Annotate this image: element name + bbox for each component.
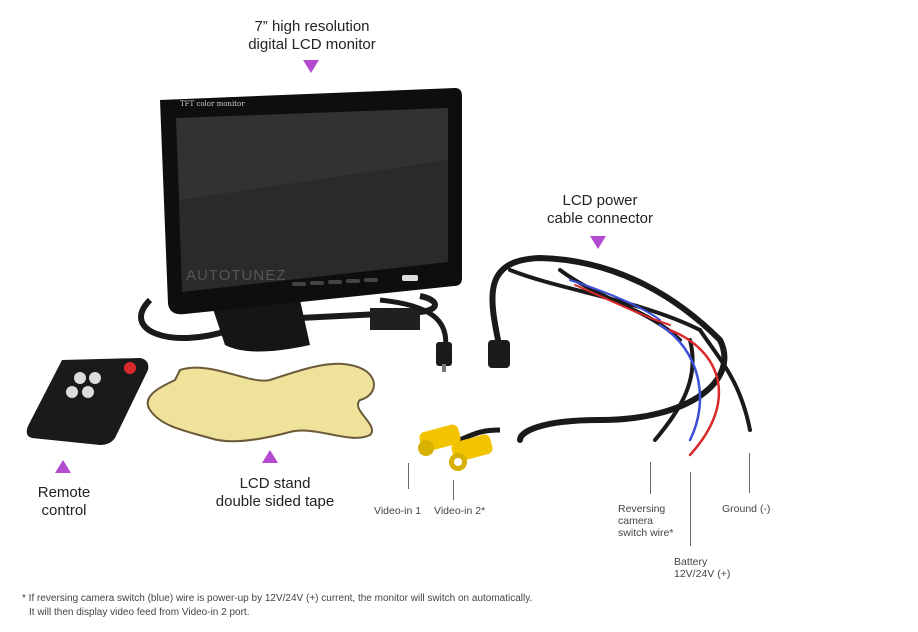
power-cable-bundle (488, 254, 752, 457)
video-in-2-label: Video-in 2* (434, 505, 486, 517)
ground-label: Ground (-) (722, 503, 771, 515)
remote-pointer-icon (55, 460, 71, 473)
battery-leader (690, 472, 691, 546)
monitor-video-cable (379, 297, 452, 372)
footnote: * If reversing camera switch (blue) wire… (22, 593, 533, 618)
brand-watermark: AUTOTUNEZ (186, 267, 286, 284)
monitor-pointer-icon (303, 60, 319, 73)
video-in-1-leader (408, 463, 409, 489)
double-sided-tape (146, 362, 375, 443)
power-pointer-icon (590, 236, 606, 249)
video-in-1-label: Video-in 1 (374, 505, 422, 517)
lcd-monitor: TFT color monitor AUTOTUNEZ (160, 88, 462, 315)
monitor-label: 7” high resolution digital LCD monitor (248, 18, 376, 53)
tape-pointer-icon (262, 450, 278, 463)
power-connector-label: LCD power cable connector (547, 192, 653, 227)
tape-label: LCD stand double sided tape (215, 475, 335, 510)
remote-control (26, 358, 149, 445)
reversing-wire-label: Reversing camera switch wire* (618, 503, 674, 539)
remote-label: Remote control (37, 484, 91, 519)
monitor-stand (138, 293, 438, 352)
battery-label: Battery 12V/24V (+) (674, 556, 731, 580)
reversing-leader (650, 462, 651, 494)
ground-leader (749, 453, 750, 493)
video-in-2-leader (453, 480, 454, 500)
monitor-tft-text: TFT color monitor (180, 100, 245, 108)
rca-connectors (418, 424, 501, 471)
